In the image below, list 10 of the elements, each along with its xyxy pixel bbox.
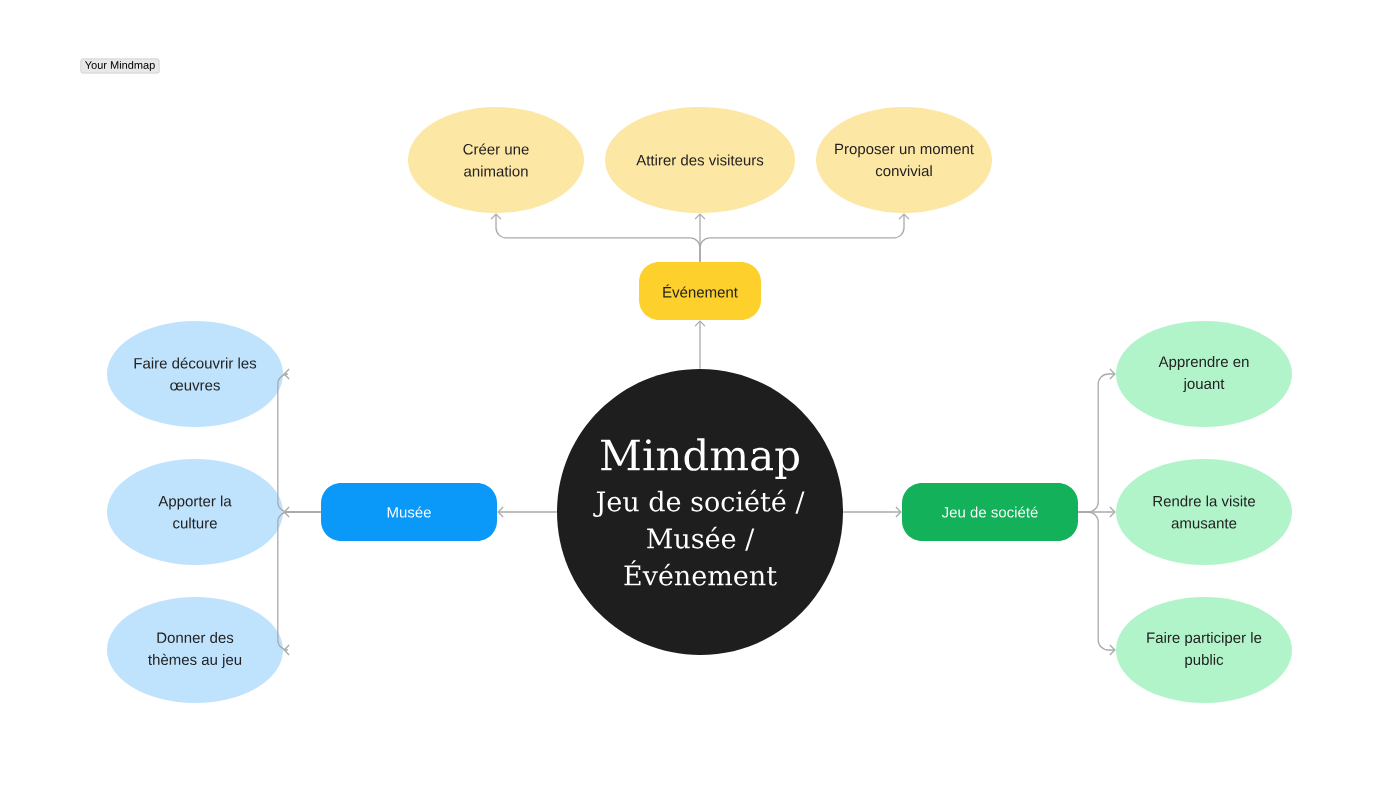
topic-box: Jeu de société <box>902 483 1078 541</box>
topic-box: Événement <box>639 262 761 320</box>
arrow <box>694 320 706 370</box>
arrow <box>842 506 902 518</box>
topic-box: Musée <box>321 483 497 541</box>
arrow <box>1077 511 1116 656</box>
arrow <box>699 213 910 263</box>
arrow <box>277 511 322 656</box>
badge-label: Your Mindmap <box>80 58 160 74</box>
arrow <box>497 506 558 518</box>
